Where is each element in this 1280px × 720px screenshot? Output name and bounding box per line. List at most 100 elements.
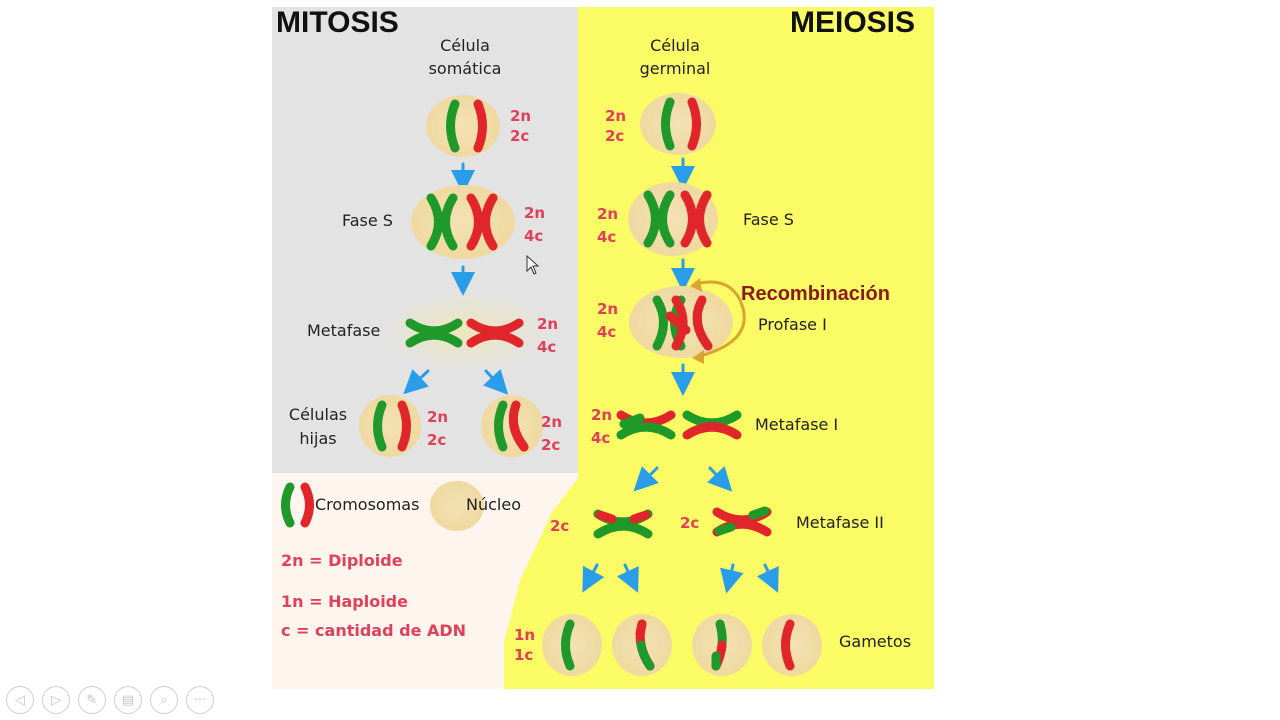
mitosis-cell-type: Célula somática (420, 34, 510, 80)
meiosis-metafase2-label: Metafase II (796, 513, 884, 532)
flow-arrow (720, 563, 744, 594)
metaphase-nucleus (383, 291, 547, 371)
sister-chromatid (652, 295, 668, 351)
legend-haploide: 1n = Haploide (281, 592, 408, 611)
ploidy-n: 2n (597, 205, 619, 223)
legend-diploide: 2n = Diploide (281, 551, 403, 570)
flow-arrow (483, 369, 509, 395)
sister-chromatid (466, 330, 524, 348)
chromosome (661, 97, 675, 151)
chromatid-segment (619, 413, 645, 429)
meiosis-cell-type: Célula germinal (630, 34, 720, 80)
flow-arrow (403, 369, 430, 395)
sister-chromatid (405, 330, 463, 348)
meiosis-fase-s-label: Fase S (743, 210, 794, 229)
meiosis-metafase2-a-ploidy: 2c (550, 517, 570, 535)
meiosis-gametos-label: Gametos (839, 632, 912, 651)
chromatid-segment (509, 421, 529, 452)
mitosis-hijas-line2: hijas (299, 429, 337, 448)
mitosis-metafase-label: Metafase (307, 321, 381, 340)
meiosis-metafase1-label: Metafase I (755, 415, 839, 434)
chromosome (687, 97, 701, 151)
flow-arrow (617, 563, 639, 593)
meiosis-cell-type-line1: Célula (650, 36, 700, 55)
nucleus (411, 185, 515, 259)
nucleus (542, 614, 602, 676)
pen-icon[interactable]: ✎ (78, 686, 106, 714)
sister-chromatid (441, 193, 458, 251)
sister-chromatid (692, 295, 713, 351)
meiosis-cell-type-line2: germinal (639, 59, 711, 78)
mitosis-cell-type-line2: somática (428, 59, 502, 78)
recombination-arrowhead (692, 350, 704, 364)
chromatid-segment (748, 506, 770, 520)
sister-chromatid (593, 521, 653, 539)
ploidy-n: 2n (427, 408, 449, 426)
next-icon[interactable]: ▷ (42, 686, 70, 714)
presentation-toolbar: ◁ ▷ ✎ ▤ ⌕ ··· (6, 686, 214, 716)
zoom-icon[interactable]: ⌕ (150, 686, 178, 714)
sister-chromatid (682, 422, 742, 440)
ploidy-n: 2n (524, 204, 546, 222)
ploidy-c: 2c (510, 127, 530, 145)
chromosome (446, 99, 460, 153)
previous-icon[interactable]: ◁ (6, 686, 34, 714)
legend-nucleus (430, 481, 484, 531)
chromosome (373, 400, 387, 452)
sister-chromatid (481, 193, 498, 251)
ploidy-n: 1n (514, 626, 536, 644)
flow-arrow (757, 563, 779, 593)
ploidy-c: 4c (537, 338, 557, 356)
meiosis-profase-label: Profase I (758, 315, 827, 334)
pages-icon[interactable]: ▤ (114, 686, 142, 714)
ploidy-n: 2n (541, 413, 563, 431)
recombination-arrow (695, 280, 746, 358)
ploidy-n: 2n (605, 107, 627, 125)
legend-panel (272, 473, 578, 689)
mitosis-cell-type-line1: Célula (440, 36, 490, 55)
ploidy-n: 2n (591, 406, 613, 424)
sister-chromatid (680, 190, 697, 248)
chromosome (473, 99, 487, 153)
flow-arrow (633, 466, 659, 492)
meiosis-metafase2-b-ploidy: 2c (680, 514, 700, 532)
ploidy-c: 4c (524, 227, 544, 245)
chromosome (561, 619, 575, 671)
chromatid-segment (595, 510, 617, 524)
chromatid-segment (635, 619, 647, 639)
sister-chromatid (643, 190, 660, 248)
mouse-cursor-icon (526, 255, 540, 275)
mitosis-hijas-label: Células hijas (282, 403, 354, 451)
mitosis-fase-s-label: Fase S (342, 211, 393, 230)
nucleus (762, 614, 822, 676)
chromatid-segment (629, 510, 651, 524)
ploidy-n: 2n (597, 300, 619, 318)
chromosome (281, 482, 295, 528)
chromatid-segment (636, 640, 655, 671)
ploidy-c: 4c (597, 228, 617, 246)
ploidy-c: 4c (597, 323, 617, 341)
crossover-segment (665, 311, 691, 335)
more-icon[interactable]: ··· (186, 686, 214, 714)
legend-cantidad: c = cantidad de ADN (281, 621, 467, 640)
ploidy-n: 2n (537, 315, 559, 333)
sister-chromatid (466, 193, 483, 251)
nucleus (640, 93, 716, 155)
nucleus (426, 95, 500, 157)
flow-arrow (707, 466, 733, 492)
sister-chromatid (695, 190, 712, 248)
ploidy-c: 4c (591, 429, 611, 447)
recombination-label: Recombinación (741, 283, 890, 305)
ploidy-c: 2c (605, 127, 625, 145)
recombination-arrowhead (690, 278, 702, 292)
sister-chromatid (658, 190, 675, 248)
